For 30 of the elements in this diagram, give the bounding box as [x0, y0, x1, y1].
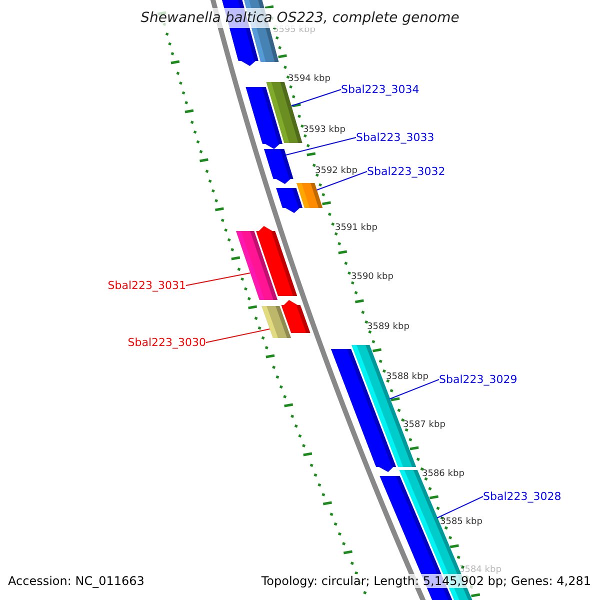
- gene-segment: [266, 82, 302, 143]
- gene-label: Sbal223_3034: [341, 83, 420, 96]
- gene-label: Sbal223_3033: [356, 131, 434, 144]
- tick-label: 3595 kbp: [273, 25, 316, 36]
- leader-line: [389, 379, 440, 400]
- tick-label: 3585 kbp: [440, 517, 482, 528]
- gene-label: Sbal223_3028: [483, 490, 562, 503]
- tick-label: 3594 kbp: [288, 74, 330, 85]
- gene-label: Sbal223_3029: [439, 373, 518, 386]
- tick-label: 3584 kbp: [459, 565, 502, 576]
- leader-line: [285, 137, 356, 156]
- gene-segment: [264, 149, 294, 184]
- gene-label: Sbal223_3030: [128, 336, 206, 349]
- tick-label: 3587 kbp: [403, 420, 446, 431]
- footer-text: Accession: NC_011663: [8, 574, 144, 588]
- leader-line: [186, 272, 251, 286]
- leader-line: [436, 496, 484, 518]
- gene-label: Sbal223_3031: [108, 279, 186, 292]
- gene-segment: [296, 183, 323, 208]
- tick-label: 3592 kbp: [315, 166, 358, 177]
- tick-label: 3590 kbp: [351, 272, 394, 283]
- tick-label: 3589 kbp: [367, 322, 410, 333]
- tick-label: 3591 kbp: [335, 223, 378, 234]
- gene-label: Sbal223_3032: [367, 165, 446, 178]
- leader-line: [316, 171, 368, 190]
- footer-text: Topology: circular; Length: 5,145,902 bp; Genes: 4,281: [261, 574, 591, 588]
- tick-label: 3586 kbp: [422, 469, 464, 480]
- tick-label: 3593 kbp: [303, 125, 346, 136]
- tick-label: 3588 kbp: [386, 372, 428, 383]
- leader-line: [290, 89, 342, 106]
